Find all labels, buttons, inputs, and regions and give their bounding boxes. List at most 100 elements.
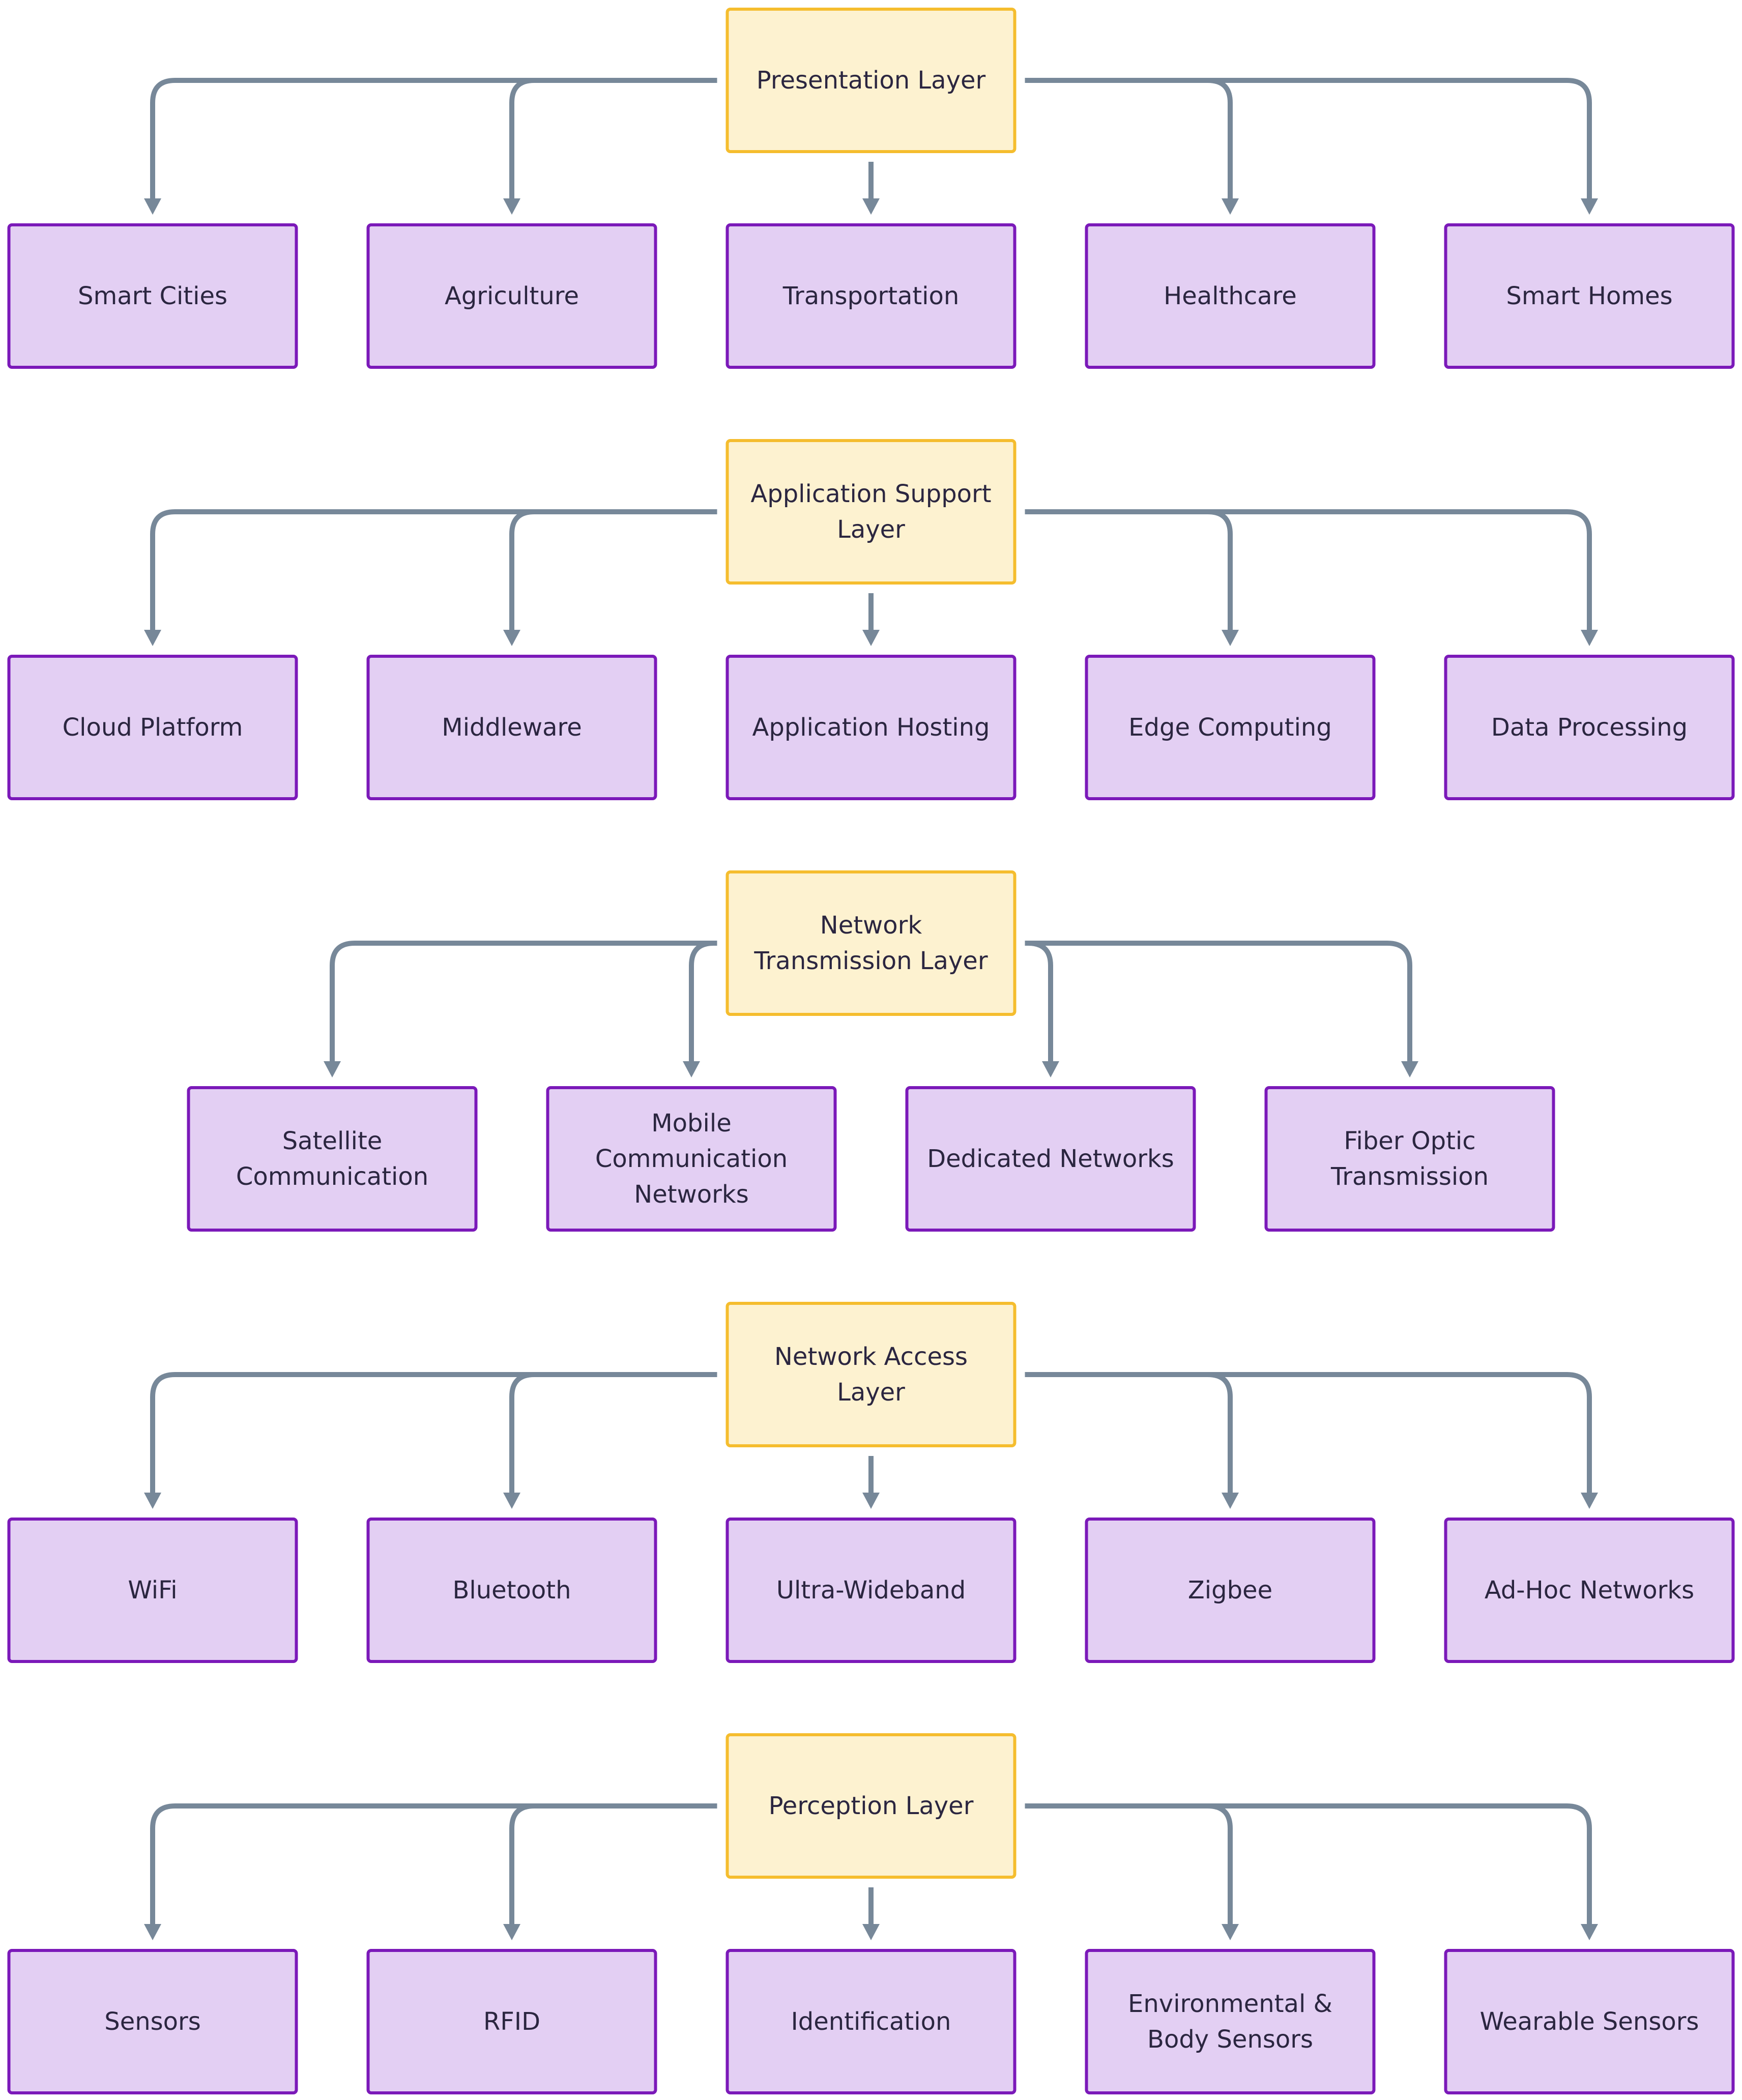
node-identification: Identification: [725, 1949, 1017, 2094]
arrowhead-mobile-communication-networks: [683, 1061, 700, 1077]
node-fiber-optic-transmission-label: Fiber Optic: [1344, 1127, 1475, 1155]
arrowhead-smart-homes: [1581, 198, 1598, 215]
arrowhead-ultra-wideband: [862, 1493, 880, 1509]
edge-network-transmission-to-satellite-communication: [330, 941, 717, 1062]
node-perception-label: Perception Layer: [769, 1792, 974, 1820]
node-data-processing-label: Data Processing: [1491, 713, 1688, 742]
node-mobile-communication-networks-label: Networks: [634, 1180, 748, 1209]
arrowhead-fiber-optic-transmission: [1401, 1061, 1418, 1077]
node-wifi: WiFi: [7, 1518, 298, 1663]
edge-network-access-to-bluetooth: [509, 1372, 717, 1494]
node-cloud-platform-label: Cloud Platform: [63, 713, 243, 742]
node-bluetooth-label: Bluetooth: [452, 1576, 571, 1605]
node-wearable-sensors-label: Wearable Sensors: [1480, 2007, 1699, 2036]
node-smart-homes: Smart Homes: [1444, 223, 1735, 369]
arrowhead-dedicated-networks: [1042, 1061, 1059, 1077]
node-ad-hoc-networks: Ad-Hoc Networks: [1444, 1518, 1735, 1663]
edges-application-support: [144, 509, 1598, 646]
arrowhead-zigbee: [1222, 1493, 1239, 1509]
arrowhead-satellite-communication: [324, 1061, 341, 1077]
arrowhead-sensors: [144, 1924, 161, 1940]
arrowhead-agriculture: [503, 198, 520, 215]
node-smart-cities-label: Smart Cities: [78, 282, 227, 310]
node-environmental-body-sensors-label: Body Sensors: [1147, 2025, 1313, 2054]
edges-network-transmission: [324, 941, 1418, 1077]
arrowhead-data-processing: [1581, 630, 1598, 646]
edge-application-support-to-middleware: [509, 509, 717, 631]
node-ultra-wideband: Ultra-Wideband: [725, 1518, 1017, 1663]
edge-perception-to-environmental-body-sensors: [1025, 1803, 1233, 1925]
arrowhead-smart-cities: [144, 198, 161, 215]
arrowhead-middleware: [503, 630, 520, 646]
node-middleware-label: Middleware: [442, 713, 582, 742]
node-rfid-label: RFID: [483, 2007, 540, 2036]
node-application-support-label: Application Support: [750, 480, 991, 508]
node-satellite-communication-label: Satellite: [282, 1127, 383, 1155]
node-network-transmission-label: Transmission Layer: [753, 947, 988, 975]
node-mobile-communication-networks-label: Communication: [595, 1145, 788, 1173]
arrowhead-wifi: [144, 1493, 161, 1509]
layer-group-application-support: Cloud Platform Middleware Application Host…: [7, 439, 1735, 800]
arrowhead-wearable-sensors: [1581, 1924, 1598, 1940]
node-presentation: Presentation Layer: [725, 8, 1017, 153]
arrowhead-environmental-body-sensors: [1222, 1924, 1239, 1940]
edge-application-support-to-edge-computing: [1025, 509, 1233, 631]
edge-network-transmission-to-fiber-optic-transmission: [1025, 941, 1412, 1062]
arrowhead-identification: [862, 1924, 880, 1940]
node-smart-homes-label: Smart Homes: [1506, 282, 1672, 310]
node-transportation-label: Transportation: [782, 282, 960, 310]
node-identification-label: Identification: [791, 2007, 951, 2036]
node-transportation: Transportation: [725, 223, 1017, 369]
node-ultra-wideband-label: Ultra-Wideband: [776, 1576, 966, 1605]
node-perception: Perception Layer: [725, 1733, 1017, 1879]
arrowhead-transportation: [862, 198, 880, 215]
edge-presentation-to-smart-cities: [150, 78, 717, 199]
node-middleware: Middleware: [366, 655, 657, 800]
node-sensors: Sensors: [7, 1949, 298, 2094]
edge-perception-to-sensors: [150, 1803, 717, 1925]
node-rfid: RFID: [366, 1949, 657, 2094]
edges-perception: [144, 1803, 1598, 1940]
node-edge-computing-label: Edge Computing: [1128, 713, 1332, 742]
arrowhead-edge-computing: [1222, 630, 1239, 646]
node-network-access-label: Layer: [837, 1378, 905, 1407]
edges-network-access: [144, 1372, 1598, 1509]
node-zigbee: Zigbee: [1085, 1518, 1376, 1663]
edges-presentation: [144, 78, 1598, 215]
node-dedicated-networks: Dedicated Networks: [905, 1086, 1196, 1232]
node-bluetooth: Bluetooth: [366, 1518, 657, 1663]
node-ad-hoc-networks-label: Ad-Hoc Networks: [1485, 1576, 1694, 1605]
edge-network-access-to-ad-hoc-networks: [1025, 1372, 1592, 1494]
edge-perception-to-rfid: [509, 1803, 717, 1925]
node-application-support-label: Layer: [837, 515, 905, 544]
node-edge-computing: Edge Computing: [1085, 655, 1376, 800]
edge-network-access-to-zigbee: [1025, 1372, 1233, 1494]
node-healthcare: Healthcare: [1085, 223, 1376, 369]
node-wifi-label: WiFi: [128, 1576, 177, 1605]
node-data-processing: Data Processing: [1444, 655, 1735, 800]
arrowhead-bluetooth: [503, 1493, 520, 1509]
node-zigbee-label: Zigbee: [1188, 1576, 1272, 1605]
node-dedicated-networks-label: Dedicated Networks: [927, 1145, 1174, 1173]
node-application-hosting: Application Hosting: [725, 655, 1017, 800]
arrowhead-application-hosting: [862, 630, 880, 646]
layer-group-network-access: WiFi Bluetooth Ultra-Wideband Zigbee Ad-Hoc …: [7, 1302, 1735, 1663]
node-presentation-label: Presentation Layer: [757, 66, 986, 95]
arrowhead-rfid: [503, 1924, 520, 1940]
node-mobile-communication-networks-label: Mobile: [651, 1109, 731, 1138]
node-environmental-body-sensors-label: Environmental &: [1128, 1990, 1332, 2018]
node-environmental-body-sensors: Environmental & Body Sensors: [1085, 1949, 1376, 2094]
node-network-access-label: Network Access: [774, 1343, 968, 1371]
edge-network-transmission-to-dedicated-networks: [1025, 941, 1053, 1062]
edge-perception-to-wearable-sensors: [1025, 1803, 1592, 1925]
edge-application-support-to-cloud-platform: [150, 509, 717, 631]
edge-presentation-to-smart-homes: [1025, 78, 1592, 199]
node-network-transmission-label: Network: [820, 911, 922, 940]
edge-network-access-to-wifi: [150, 1372, 717, 1494]
